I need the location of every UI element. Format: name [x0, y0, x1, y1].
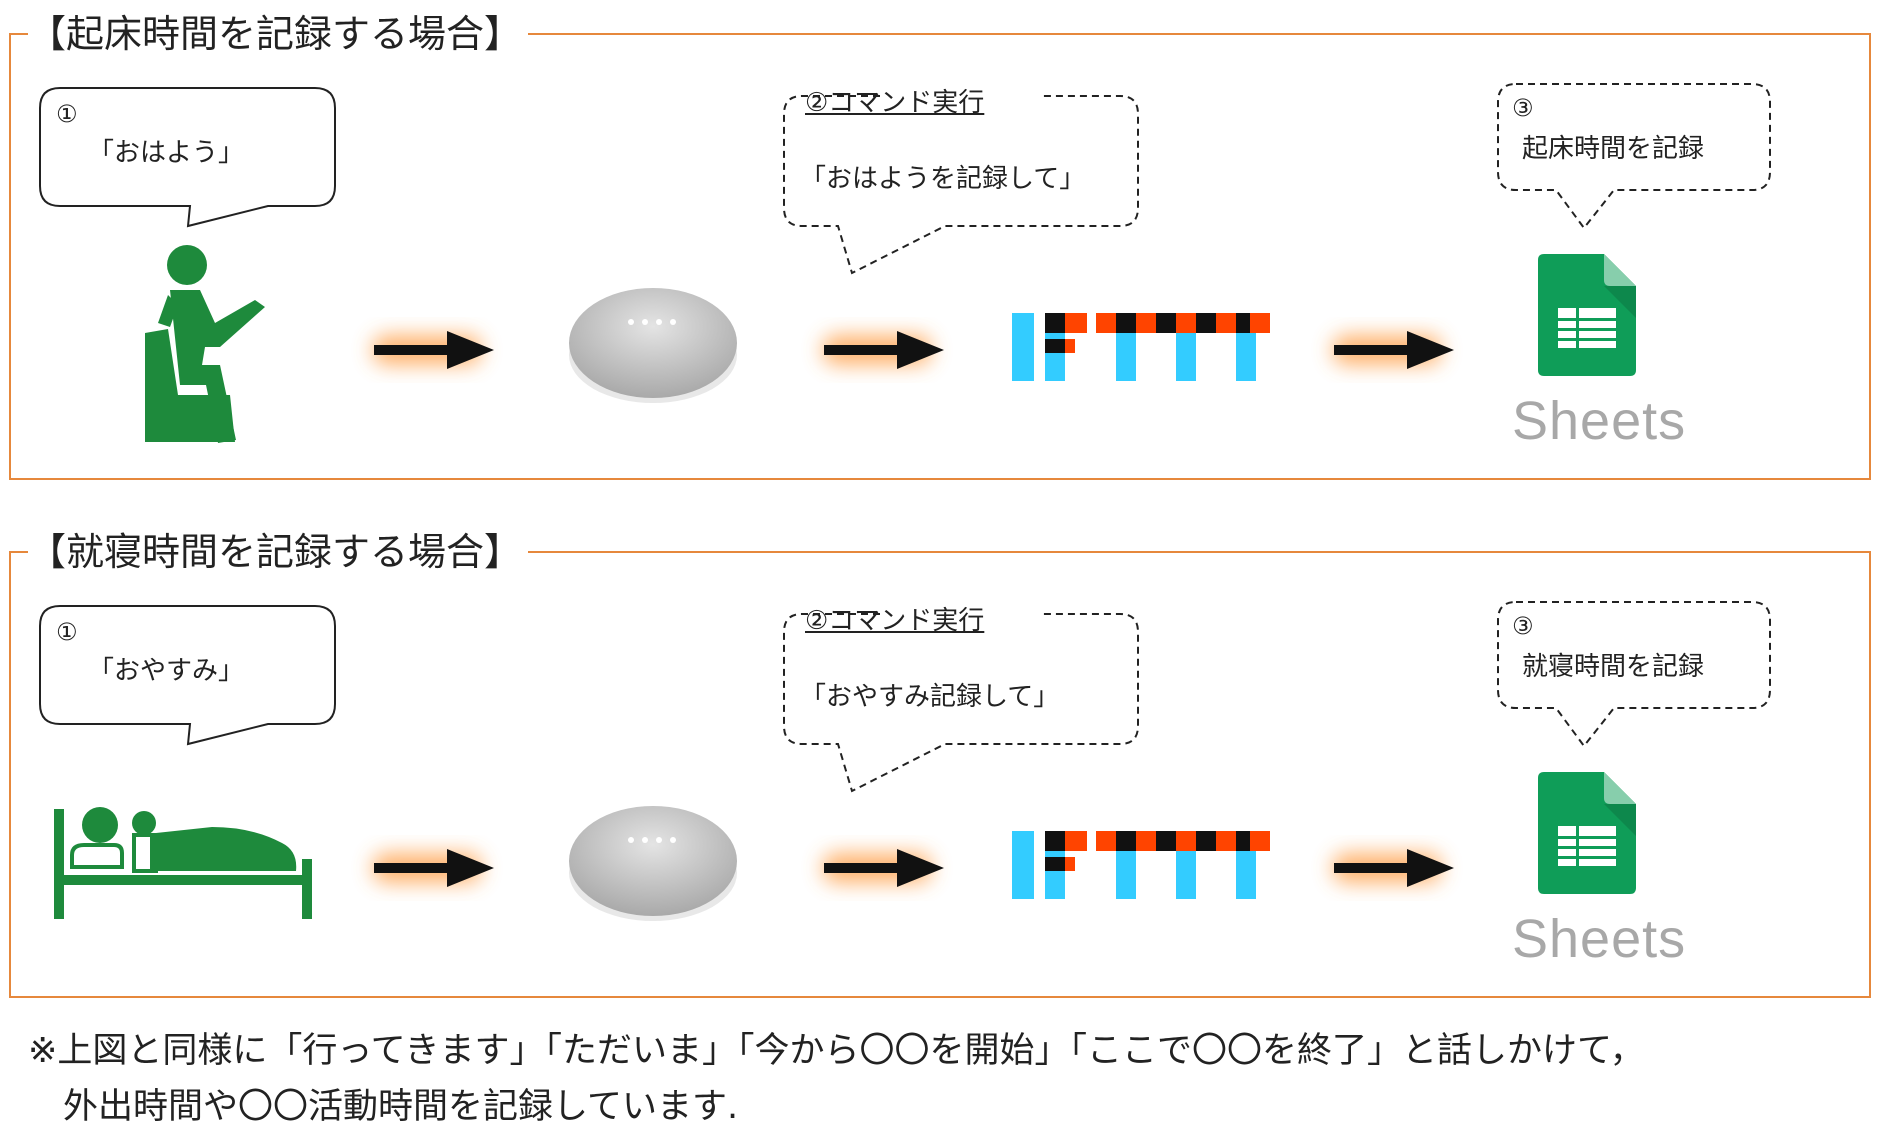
ifttt-logo-icon [1012, 313, 1270, 381]
user-speech-text: 「おやすみ」 [88, 656, 245, 686]
record-step-text: 起床時間を記録 [1522, 134, 1705, 164]
sitting-person-icon [145, 245, 265, 443]
record-speech-bubble [1497, 601, 1771, 748]
arrow-right-icon [372, 849, 494, 887]
record-step-text: 就寝時間を記録 [1522, 652, 1705, 682]
footnote-line-2: 外出時間や〇〇活動時間を記録しています. [28, 1087, 739, 1127]
command-step-title: ②コマンド実行 [805, 88, 985, 118]
ifttt-logo-icon [1012, 831, 1270, 899]
sleeping-person-icon [54, 807, 312, 919]
sheets-label: Sheets [1512, 391, 1687, 451]
command-speech-bubble [783, 95, 1139, 275]
smart-speaker-icon [569, 806, 737, 921]
command-speech-text: 「おやすみ記録して」 [800, 682, 1060, 712]
arrow-right-icon [822, 849, 944, 887]
panel-title-sleep: 【就寝時間を記録する場合】 [28, 530, 529, 574]
sheets-label: Sheets [1512, 909, 1687, 969]
smart-speaker-icon [569, 288, 737, 403]
sheets-icon [1538, 772, 1636, 894]
footnote-line-1: ※上図と同様に「行ってきます」「ただいま」「今から〇〇を開始」「ここで〇〇を終了… [28, 1031, 1645, 1071]
arrow-right-icon [822, 331, 944, 369]
user-step-number: ① [56, 100, 78, 128]
panel-sleep [9, 551, 1871, 998]
record-step-number: ③ [1512, 94, 1534, 122]
arrow-right-icon [372, 331, 494, 369]
command-speech-bubble [783, 613, 1139, 793]
record-step-number: ③ [1512, 612, 1534, 640]
user-speech-text: 「おはよう」 [88, 138, 245, 168]
user-speech-bubble [39, 87, 336, 228]
arrow-right-icon [1332, 331, 1454, 369]
panel-title-wakeup: 【起床時間を記録する場合】 [28, 12, 529, 56]
record-speech-bubble [1497, 83, 1771, 230]
command-speech-text: 「おはようを記録して」 [800, 164, 1086, 194]
arrow-right-icon [1332, 849, 1454, 887]
panel-wakeup [9, 33, 1871, 480]
user-speech-bubble [39, 605, 336, 746]
user-step-number: ① [56, 618, 78, 646]
sheets-icon [1538, 254, 1636, 376]
command-step-title: ②コマンド実行 [805, 606, 985, 636]
